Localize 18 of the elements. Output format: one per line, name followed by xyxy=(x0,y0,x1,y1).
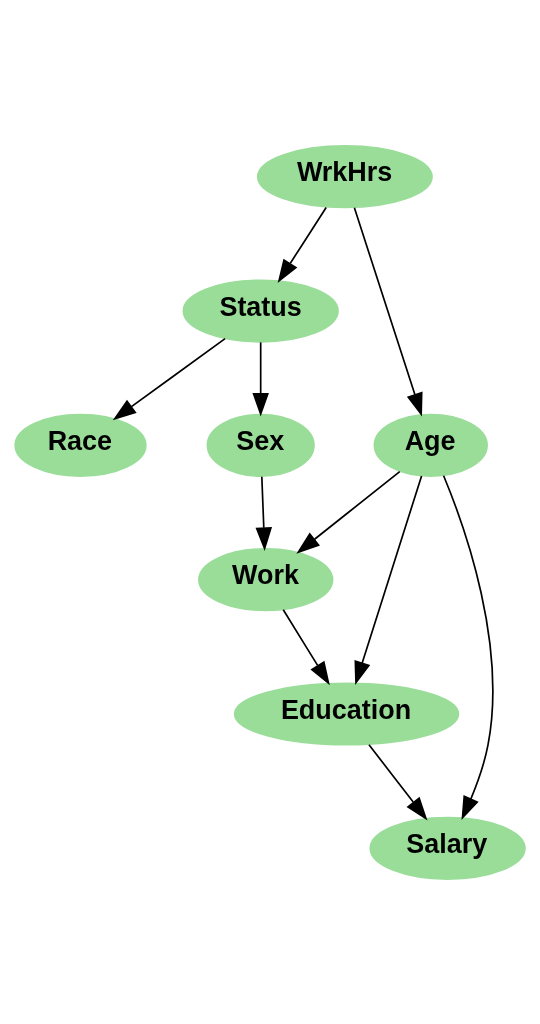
arrow xyxy=(255,475,273,551)
node-ellipse: Work xyxy=(198,547,334,611)
arrow xyxy=(296,470,401,554)
arrow xyxy=(442,474,494,820)
node-ellipse: Age xyxy=(373,413,488,477)
node-ellipse: WrkHrs xyxy=(256,144,433,208)
arrow xyxy=(353,206,423,417)
arrow xyxy=(354,474,423,685)
node-ellipse: Status xyxy=(182,278,339,343)
node-ellipse: Salary xyxy=(369,816,526,880)
arrow xyxy=(277,206,327,283)
arrow xyxy=(368,743,428,821)
node-ellipse: Sex xyxy=(206,413,315,477)
arrow xyxy=(282,608,330,685)
node-ellipse: Education xyxy=(233,681,460,746)
arrow xyxy=(252,341,269,417)
node-ellipse: Race xyxy=(14,413,147,477)
arrow xyxy=(112,337,226,420)
